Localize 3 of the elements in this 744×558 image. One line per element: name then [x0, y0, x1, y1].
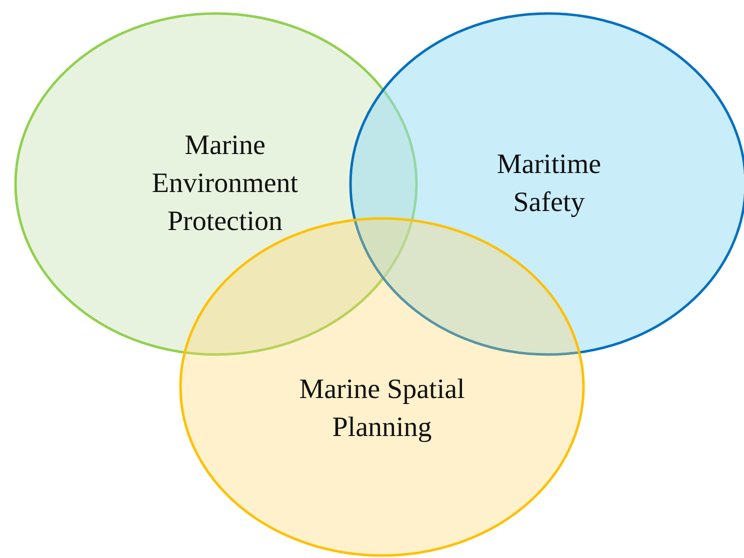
circle-label: Marine Environment Protection: [150, 129, 300, 239]
circle-label: Maritime Safety: [496, 148, 602, 220]
circle-label: Marine Spatial Planning: [298, 373, 466, 445]
